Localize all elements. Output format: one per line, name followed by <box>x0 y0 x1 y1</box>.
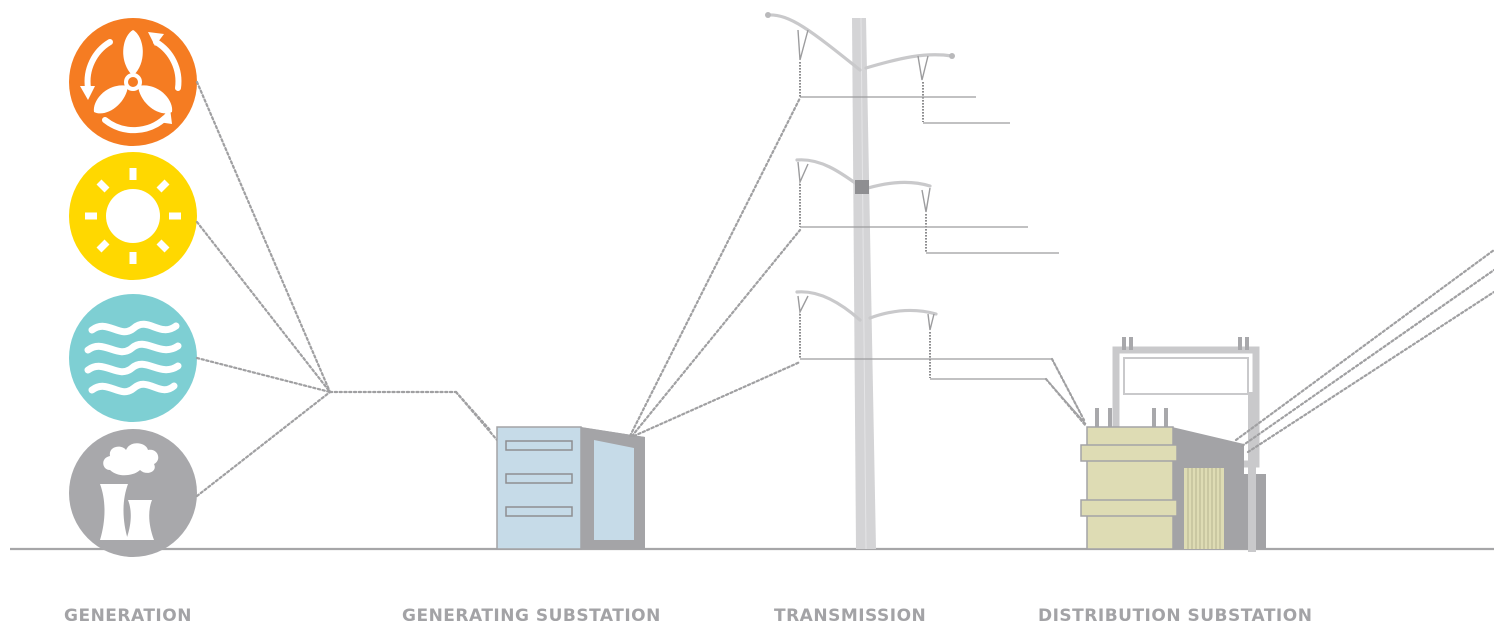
water-waves-icon <box>69 294 197 422</box>
pole-to-distribution-connectors <box>1044 357 1088 428</box>
transmission-pole <box>765 12 955 550</box>
label-generating-substation: GENERATING SUBSTATION <box>402 606 661 626</box>
label-transmission: TRANSMISSION <box>774 606 927 626</box>
label-distribution-substation: DISTRIBUTION SUBSTATION <box>1038 606 1313 626</box>
generating-substation-building <box>496 426 645 550</box>
generation-connectors <box>195 80 499 498</box>
distribution-substation <box>1080 337 1266 552</box>
distribution-outgoing-connectors <box>1234 248 1494 454</box>
nuclear-cooling-towers-icon <box>69 429 197 557</box>
transmission-wires <box>800 96 1087 425</box>
wind-turbine-icon <box>69 18 197 146</box>
substation-to-pole-connectors <box>628 96 802 438</box>
sun-icon <box>69 152 197 280</box>
label-generation: GENERATION <box>64 606 192 626</box>
